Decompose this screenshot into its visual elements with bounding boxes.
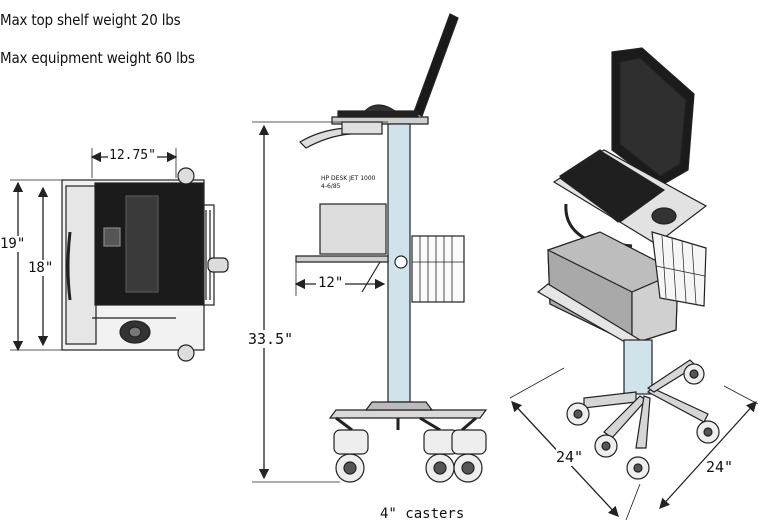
dim-base-right: 24" xyxy=(706,458,734,476)
printer-label-line1: HP DESK JET 1000 xyxy=(321,175,376,182)
side-view xyxy=(295,13,488,483)
spec-equipment-weight: Max equipment weight 60 lbs xyxy=(0,49,195,67)
dim-base-left: 24" xyxy=(556,448,584,466)
spec-top-shelf-weight: Max top shelf weight 20 lbs xyxy=(0,11,181,29)
dim-line-base-right xyxy=(659,401,757,509)
printer-label: HP DESK JET 1000 4-6/85 xyxy=(321,175,376,191)
casters-note: 4" casters xyxy=(380,506,465,522)
dim-top-depth-inner: 18" xyxy=(28,260,54,276)
printer-label-line2: 4-6/85 xyxy=(321,183,341,190)
dim-top-width: 12.75" xyxy=(108,148,157,163)
dim-height: 33.5" xyxy=(248,330,294,348)
top-view xyxy=(61,167,229,362)
dim-top-depth-outer: 19" xyxy=(0,236,26,252)
dim-shelf-depth: 12" xyxy=(316,275,346,291)
isometric-view xyxy=(536,47,720,480)
